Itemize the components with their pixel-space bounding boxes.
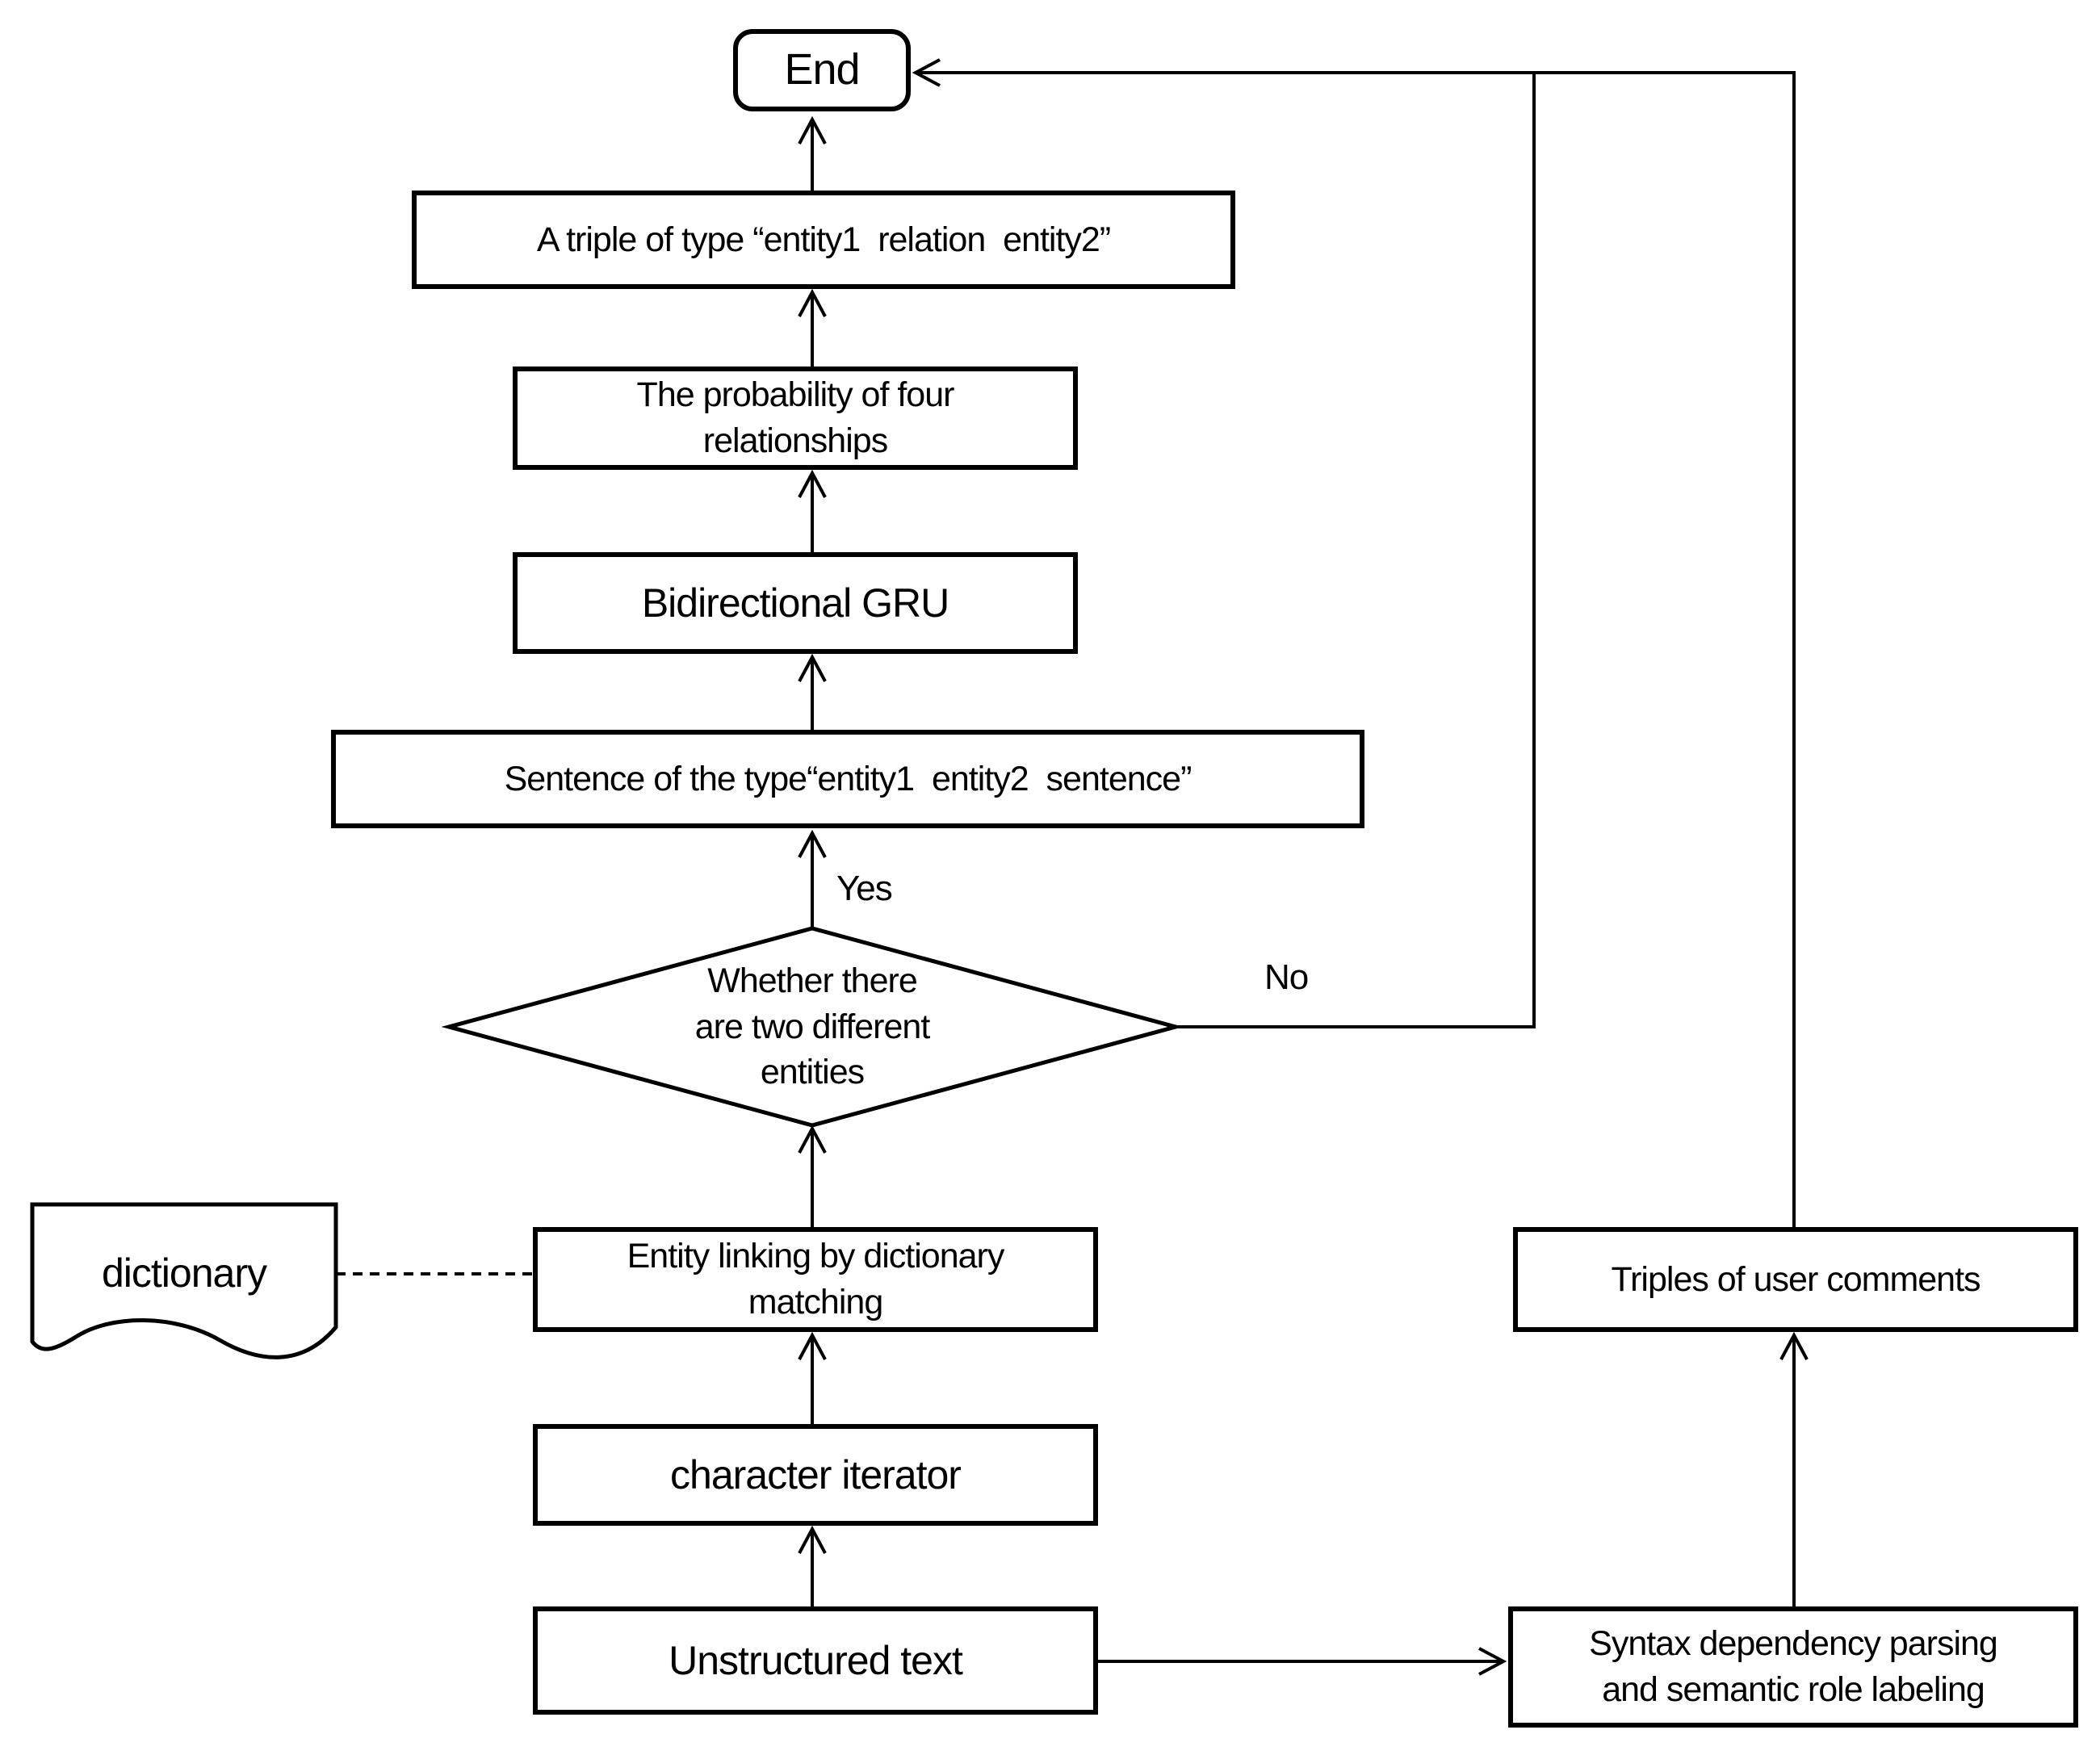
node-probability-line2: relationships [702,421,888,460]
node-bidirectional-gru-label: Bidirectional GRU [641,580,949,626]
node-entity-linking: Entity linking by dictionary matching [533,1227,1098,1332]
node-syntax-parsing: Syntax dependency parsing and semantic r… [1508,1606,2078,1728]
node-entity-linking-line2: matching [748,1283,883,1321]
node-end: End [733,29,911,111]
node-triples-of-user-comments: Triples of user comments [1513,1227,2078,1332]
edge-triple-to-end [798,115,827,191]
node-probability: The probability of four relationships [513,366,1078,470]
edge-decision-yes-to-sentence [798,829,827,928]
edge-label-yes: Yes [836,869,893,908]
node-entity-linking-line1: Entity linking by dictionary [627,1237,1005,1276]
node-unstructured-text-label: Unstructured text [669,1638,963,1683]
node-end-label: End [784,45,860,94]
edge-decision-no-to-end [1176,73,1536,1028]
node-sentence-type-label: Sentence of the type“entity1 entity2 sen… [504,759,1193,798]
decision-two-entities-label: Whether there are two different entities [610,953,1014,1101]
node-triples-of-user-comments-label: Triples of user comments [1611,1259,1981,1299]
node-syntax-parsing-line2: and semantic role labeling [1602,1670,1985,1709]
node-character-iterator: character iterator [533,1424,1098,1526]
node-sentence-type: Sentence of the type“entity1 entity2 sen… [331,730,1364,828]
edge-sentence-to-gru [798,653,827,730]
node-probability-line1: The probability of four [636,375,955,415]
edge-gru-to-probability [798,469,827,552]
edge-unstructured-to-syntax [1098,1647,1507,1676]
decision-line1: Whether there [707,961,917,1000]
node-bidirectional-gru: Bidirectional GRU [513,552,1078,654]
node-triple-output: A triple of type “entity1 relation entit… [412,191,1235,289]
edge-label-no: No [1264,957,1309,997]
edge-triples-to-end [912,58,1796,1227]
decision-line2: are two different [694,1007,931,1046]
decision-diamond-shape [441,926,1184,1128]
edge-probability-to-triple [798,288,827,366]
edge-entity-linking-to-decision [798,1125,827,1227]
decision-line3: entities [760,1053,865,1092]
node-unstructured-text: Unstructured text [533,1606,1098,1715]
node-triple-output-label: A triple of type “entity1 relation entit… [536,220,1111,259]
dictionary-text: dictionary [102,1250,267,1296]
edge-unstructured-to-char-iterator [798,1525,827,1606]
edge-syntax-to-triples [1779,1331,1809,1606]
dictionary-document-shape [30,1202,338,1359]
node-character-iterator-label: character iterator [670,1452,962,1497]
node-syntax-parsing-line1: Syntax dependency parsing [1589,1624,1998,1664]
edge-char-iterator-to-entity-linking [798,1331,827,1424]
node-dictionary-label: dictionary [32,1204,336,1342]
